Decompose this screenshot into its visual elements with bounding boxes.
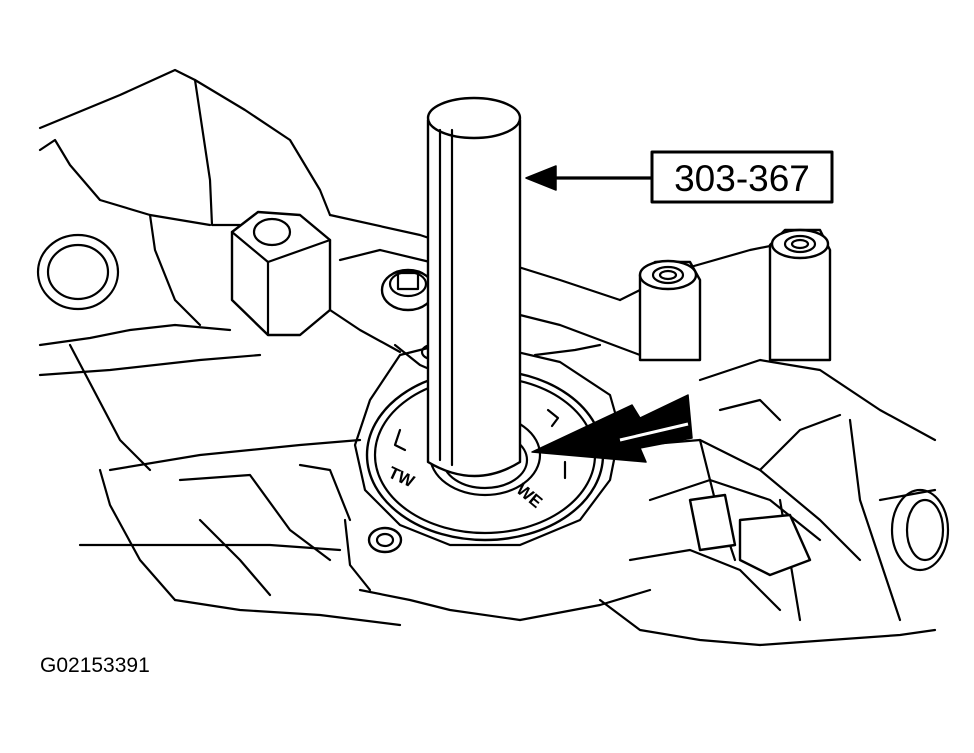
callout-leader bbox=[525, 165, 654, 191]
threaded-boss-right bbox=[768, 228, 832, 362]
threaded-boss-middle bbox=[638, 259, 702, 362]
seal-installer-tool bbox=[426, 96, 522, 478]
ribbed-casting-right bbox=[598, 238, 950, 647]
mounting-boss-left bbox=[230, 210, 332, 337]
figure-id-label: G02153391 bbox=[40, 654, 150, 677]
transaxle-housing bbox=[36, 68, 332, 472]
case-cover bbox=[78, 213, 652, 627]
tool-number-label: 303-367 bbox=[674, 158, 810, 199]
tool-callout-box: 303-367 bbox=[650, 150, 834, 204]
drain-plug bbox=[380, 268, 436, 312]
direction-arrow bbox=[531, 394, 693, 463]
